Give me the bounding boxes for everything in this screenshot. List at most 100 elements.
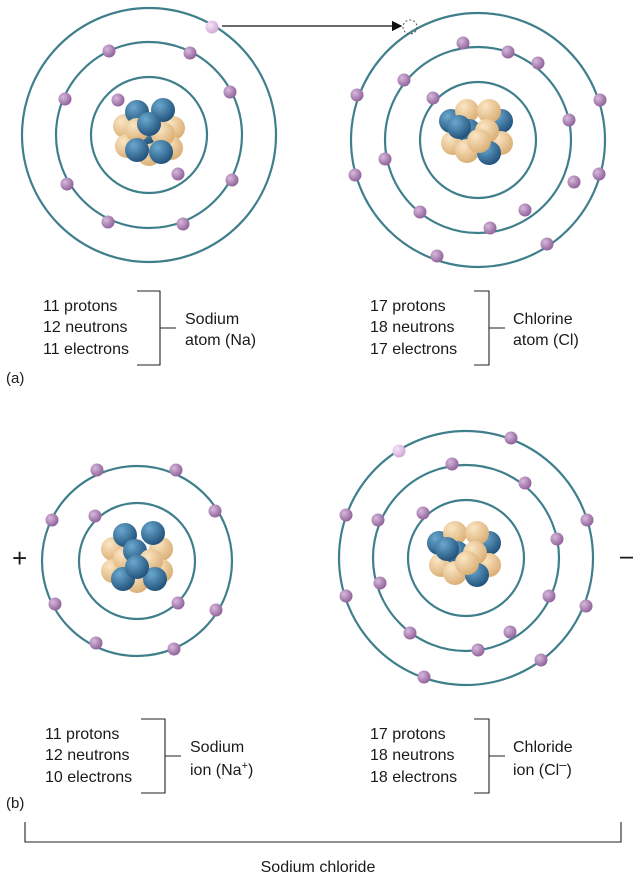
legend-bracket [474,290,505,366]
electron [540,237,554,251]
neutrons-count: 12 neutrons [43,319,128,336]
neutron [125,138,149,162]
chloride-ion-legend: 17 protons 18 neutrons 18 electrons Chlo… [370,718,573,794]
electron [567,175,581,189]
ion-name-line2: ion (Na+) [190,760,253,779]
ion-charge-superscript: – [559,757,567,772]
orbit-inner [89,75,209,195]
electron [171,167,185,181]
proton [465,521,489,545]
ion-name-line1: Chloride [513,739,573,756]
electron [413,205,427,219]
electron [223,85,237,99]
sodium-atom-legend: 11 protons 12 neutrons 11 electrons Sodi… [43,290,256,366]
compound-bracket [24,822,622,843]
orbit-inner [406,498,526,618]
electron [592,167,606,181]
electron [208,504,222,518]
chloride-ion [337,429,595,687]
electron [60,177,74,191]
orbit-middle [383,45,573,235]
ion-formula-prefix: ion (Cl [513,762,559,779]
legend-bracket [141,718,181,794]
electron [169,463,183,477]
ion-formula-suffix: ) [248,762,253,779]
electron [403,626,417,640]
electrons-count: 11 electrons [43,341,129,358]
orbit-inner [77,501,197,621]
panel-label-b: (b) [6,795,24,812]
electron [504,431,518,445]
electron [471,643,485,657]
orbit-middle [54,40,244,230]
electron [397,73,411,87]
electron [430,249,444,263]
ion-charge-superscript: + [242,760,248,772]
orbit-middle [371,463,561,653]
transfer-electron [205,20,219,34]
nucleus [427,521,501,587]
electron [426,91,440,105]
electron [518,476,532,490]
electron [378,152,392,166]
atom-name-line1: Chlorine [513,311,573,328]
proton [455,551,479,575]
neutron [125,555,149,579]
neutron [447,115,471,139]
electron [562,113,576,127]
electron [503,625,517,639]
electron [89,636,103,650]
electron [171,596,185,610]
electron [167,642,181,656]
electron [373,576,387,590]
legend-bracket [474,718,505,794]
electron [483,221,497,235]
negative-charge-sign: – [620,540,633,570]
panel-label-a: (a) [6,370,24,387]
electron [531,56,545,70]
neutrons-count: 18 neutrons [370,319,455,336]
electrons-count: 18 electrons [370,769,457,786]
electron [593,93,607,107]
positive-charge-sign: + [12,543,27,573]
electron [417,670,431,684]
sodium-ion-legend: 11 protons 12 neutrons 10 electrons Sodi… [45,718,253,794]
electron [416,506,430,520]
electron [339,508,353,522]
electron [579,599,593,613]
protons-count: 17 protons [370,726,446,743]
ion-formula-prefix: ion (Na [190,762,242,779]
nucleus [113,98,185,166]
neutron [141,521,165,545]
ion-name-line1: Sodium [190,739,244,756]
electron [501,45,515,59]
neutron [137,112,161,136]
electron [445,457,459,471]
neutron [149,140,173,164]
chlorine-atom-legend: 17 protons 18 neutrons 17 electrons Chlo… [370,290,579,366]
legend-bracket [137,290,176,366]
empty-electron-slot [402,19,418,35]
electron [102,44,116,58]
electron [90,463,104,477]
electron [518,203,532,217]
proton [477,99,501,123]
electron [101,215,115,229]
electron [111,93,125,107]
protons-count: 11 protons [45,726,119,743]
protons-count: 11 protons [43,298,117,315]
electron [348,168,362,182]
orbit-outer [349,11,607,269]
electron [550,532,564,546]
orbit-outer [40,464,234,658]
electron [542,589,556,603]
electrons-count: 17 electrons [370,341,457,358]
electron [45,513,59,527]
compound-label: Sodium chloride [261,859,376,876]
electron [58,92,72,106]
electron [88,509,102,523]
electron [48,597,62,611]
atom-name-line2: atom (Na) [185,332,256,349]
ion-formula-suffix: ) [566,762,571,779]
